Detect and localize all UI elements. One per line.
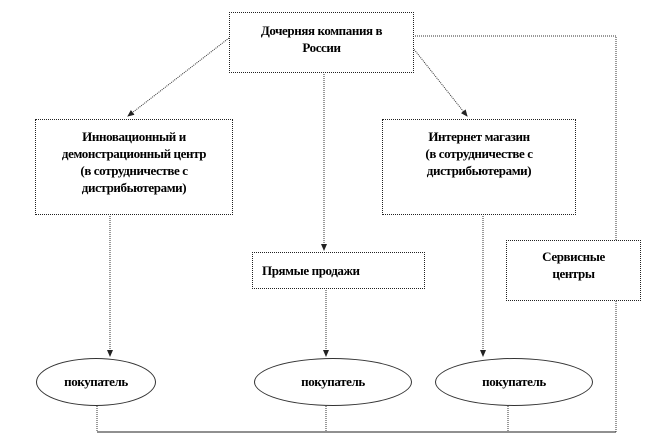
node-online-label: Интернет магазин (в сотрудничестве с дис…	[425, 129, 533, 178]
node-online: Интернет магазин (в сотрудничестве с дис…	[382, 119, 576, 215]
node-service: Сервисные центры	[506, 240, 641, 301]
node-direct-label: Прямые продажи	[262, 263, 360, 278]
node-root-label: Дочерняя компания в России	[260, 23, 383, 55]
edge-root-innovation	[127, 37, 230, 117]
node-buyer-2: покупатель	[254, 358, 412, 406]
node-innovation: Инновационный и демонстрационный центр (…	[35, 119, 233, 215]
node-root: Дочерняя компания в России	[229, 12, 414, 73]
node-buyer-1-label: покупатель	[64, 374, 128, 389]
node-buyer-3-label: покупатель	[482, 374, 546, 389]
node-service-label: Сервисные центры	[542, 249, 605, 281]
node-buyer-3: покупатель	[435, 358, 593, 406]
node-buyer-1: покупатель	[36, 358, 156, 406]
node-direct: Прямые продажи	[252, 252, 425, 289]
node-buyer-2-label: покупатель	[301, 374, 365, 389]
node-innovation-label: Инновационный и демонстрационный центр (…	[61, 129, 207, 195]
edge-root-online	[412, 47, 468, 117]
